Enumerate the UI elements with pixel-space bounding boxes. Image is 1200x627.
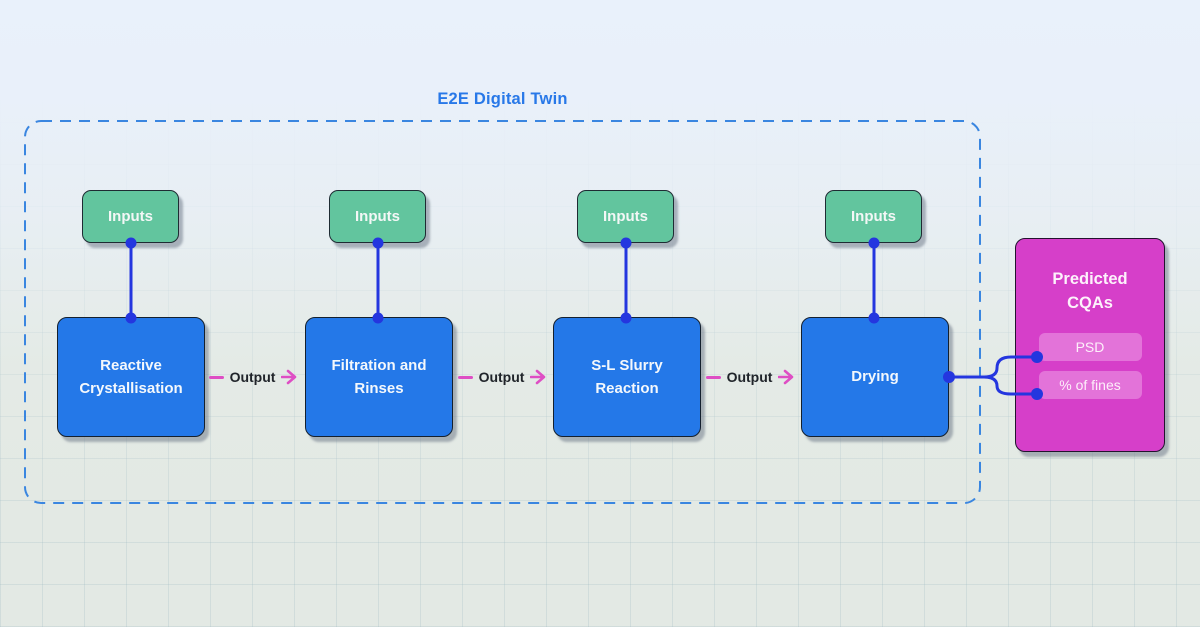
input-node-4: Inputs [825,190,922,243]
process-node-filtration-and-rinses: Filtration and Rinses [305,317,453,437]
edge-dash [458,375,473,379]
digital-twin-title: E2E Digital Twin [437,90,568,108]
output-edge-3: Output [706,364,798,390]
output-edge-2-label: Output [478,369,525,385]
process-node-reactive-crystallisation: Reactive Crystallisation [57,317,205,437]
input-node-1: Inputs [82,190,179,243]
arrow-right-icon [281,369,297,385]
input-node-2-label: Inputs [355,208,400,225]
edge-dash [209,375,224,379]
cqa-chip-psd-label: PSD [1075,338,1105,355]
process-node-sl-slurry-reaction: S-L Slurry Reaction [553,317,701,437]
predicted-cqas-node: Predicted CQAs PSD % of fines [1015,238,1165,452]
input-node-3: Inputs [577,190,674,243]
input-node-3-label: Inputs [603,208,648,225]
process-node-drying: Drying [801,317,949,437]
predicted-cqas-list: PSD % of fines [1038,332,1142,399]
cqa-chip-percent-of-fines: % of fines [1038,370,1142,399]
output-edge-3-label: Output [726,369,773,385]
cqa-chip-psd: PSD [1038,332,1142,361]
predicted-cqas-title: Predicted CQAs [1052,270,1128,312]
digital-twin-boundary [24,120,981,504]
arrow-right-icon [530,369,546,385]
process-node-1-label: Reactive Crystallisation [79,356,183,397]
arrow-right-icon [778,369,794,385]
output-edge-1-label: Output [229,369,276,385]
input-node-2: Inputs [329,190,426,243]
output-edge-2: Output [458,364,550,390]
process-node-2-label: Filtration and Rinses [331,356,427,397]
output-edge-1: Output [209,364,301,390]
process-node-4-label: Drying [851,368,899,386]
input-node-1-label: Inputs [108,208,153,225]
cqa-chip-fines-label: % of fines [1059,376,1121,393]
input-node-4-label: Inputs [851,208,896,225]
process-node-3-label: S-L Slurry Reaction [591,356,663,397]
edge-dash [706,375,721,379]
